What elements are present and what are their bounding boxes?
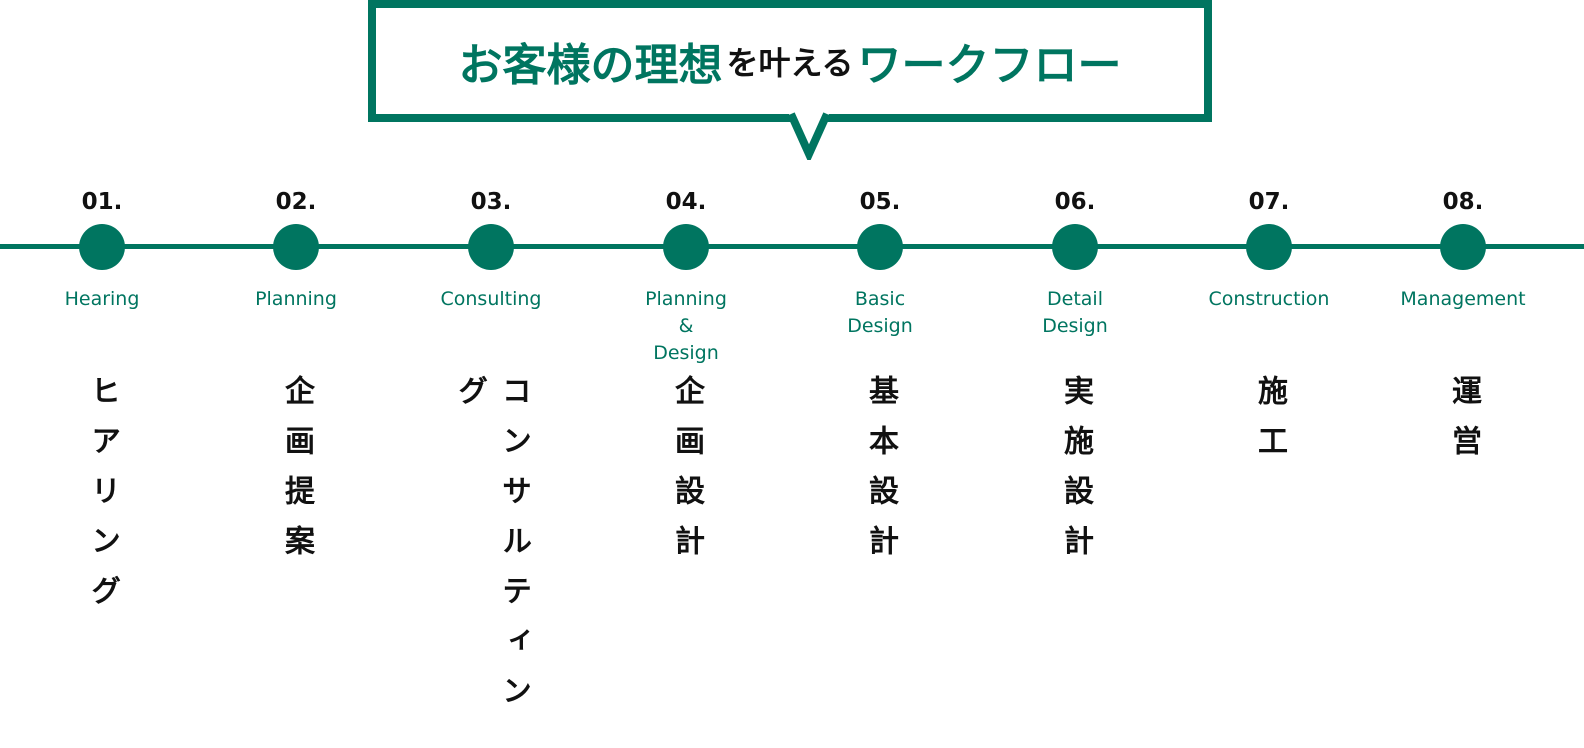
timeline-step: 03. Consulting	[396, 184, 586, 313]
step-marker-dot	[663, 224, 709, 270]
step-number: 02.	[275, 189, 317, 215]
step-marker-dot	[468, 224, 514, 270]
step-english-label: Detail Design	[1042, 288, 1108, 337]
timeline-step: 02. Planning	[201, 184, 391, 313]
step-japanese-label: 基本設計	[863, 375, 898, 575]
step-marker-dot	[857, 224, 903, 270]
step-english-label: Construction	[1208, 288, 1330, 310]
step-number: 05.	[859, 189, 901, 215]
timeline-step: 04. Planning & Design	[591, 184, 781, 367]
step-marker-dot	[1246, 224, 1292, 270]
step-english-label: Planning	[255, 288, 337, 310]
timeline-step: 08. Management	[1368, 184, 1558, 313]
step-number: 08.	[1442, 189, 1484, 215]
step-japanese-label: コンサルティング	[452, 375, 531, 725]
step-japanese-label: 企画設計	[669, 375, 704, 575]
step-number: 07.	[1248, 189, 1290, 215]
timeline-line	[0, 244, 1584, 249]
speech-bubble-tail	[787, 112, 831, 160]
title-part-1: お客様の理想	[458, 40, 723, 91]
step-english-label: Planning & Design	[645, 288, 727, 364]
step-japanese-label: 運営	[1446, 375, 1481, 475]
step-number: 01.	[81, 189, 123, 215]
step-marker-dot	[273, 224, 319, 270]
step-english-label: Basic Design	[847, 288, 913, 337]
step-marker-dot	[1052, 224, 1098, 270]
step-english-label: Management	[1400, 288, 1526, 310]
title-part-3: ワークフロー	[857, 40, 1122, 91]
step-number: 04.	[665, 189, 707, 215]
title-part-2: を叶える	[726, 44, 854, 82]
step-japanese-label: 企画提案	[279, 375, 314, 575]
step-japanese-label: ヒアリング	[85, 375, 120, 625]
timeline-step: 07. Construction	[1174, 184, 1364, 313]
title-speech-bubble: お客様の理想 を叶える ワークフロー	[368, 0, 1212, 122]
step-japanese-label: 施工	[1252, 375, 1287, 475]
timeline-step: 06. Detail Design	[980, 184, 1170, 340]
step-number: 03.	[470, 189, 512, 215]
step-marker-dot	[1440, 224, 1486, 270]
step-japanese-label: 実施設計	[1058, 375, 1093, 575]
step-number: 06.	[1054, 189, 1096, 215]
timeline-step: 01. Hearing	[7, 184, 197, 313]
step-english-label: Consulting	[440, 288, 542, 310]
step-english-label: Hearing	[64, 288, 140, 310]
step-marker-dot	[79, 224, 125, 270]
timeline-step: 05. Basic Design	[785, 184, 975, 340]
